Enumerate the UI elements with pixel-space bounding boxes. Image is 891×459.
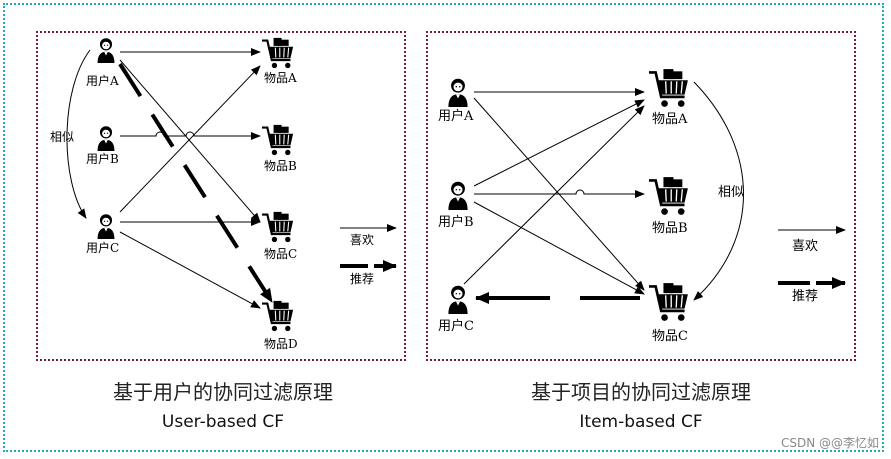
cart-icon xyxy=(647,282,690,322)
user-based-caption-en: User-based CF xyxy=(161,412,285,432)
user-icon xyxy=(448,285,468,314)
like-edge xyxy=(119,59,261,223)
legend-like-label: 喜欢 xyxy=(792,239,819,254)
item-label-c: 物品C xyxy=(264,247,298,261)
like-edge xyxy=(119,231,261,309)
similar-edge xyxy=(66,49,91,219)
user-icon xyxy=(97,38,115,63)
legend-recommend-label: 推荐 xyxy=(350,272,375,286)
item-label-d: 物品D xyxy=(264,337,298,351)
item-label-a: 物品A xyxy=(652,112,688,127)
watermark: CSDN @@李忆如 xyxy=(780,436,879,450)
like-edge xyxy=(463,105,645,285)
like-edge xyxy=(473,201,645,295)
like-edge xyxy=(120,131,261,140)
outer-frame xyxy=(3,3,884,452)
user-icon xyxy=(97,214,115,239)
legend-like-label: 喜欢 xyxy=(350,233,375,247)
item-label-a: 物品A xyxy=(264,71,297,85)
recommend-edge xyxy=(118,62,274,304)
item-based-caption-en: Item-based CF xyxy=(579,412,703,432)
user-icon xyxy=(97,126,115,151)
user-label-a: 用户A xyxy=(438,109,474,124)
similar-edge xyxy=(693,81,744,301)
user-based-panel xyxy=(36,31,406,361)
user-label-c: 用户C xyxy=(86,241,120,255)
cart-icon xyxy=(260,211,295,243)
item-based-caption-zh: 基于项目的协同过滤原理 xyxy=(531,380,751,404)
user-based-caption-zh: 基于用户的协同过滤原理 xyxy=(113,380,333,404)
cart-icon xyxy=(260,37,295,69)
like-edge xyxy=(473,99,645,187)
user-label-b: 用户B xyxy=(438,215,474,230)
user-icon xyxy=(448,181,468,210)
cart-icon xyxy=(260,300,295,332)
item-based-panel xyxy=(426,31,856,361)
like-edge xyxy=(119,65,261,213)
like-edge xyxy=(474,189,645,198)
cart-icon xyxy=(647,68,690,108)
user-label-b: 用户B xyxy=(86,152,119,166)
user-label-c: 用户C xyxy=(438,319,474,334)
item-label-c: 物品C xyxy=(652,329,688,344)
cart-icon xyxy=(647,176,690,216)
item-label-b: 物品B xyxy=(652,221,688,236)
similar-label: 相似 xyxy=(718,185,745,200)
user-icon xyxy=(448,78,468,107)
item-label-b: 物品B xyxy=(264,159,297,173)
cart-icon xyxy=(260,124,295,156)
similar-label: 相似 xyxy=(50,130,75,144)
user-label-a: 用户A xyxy=(86,74,119,88)
legend-recommend-label: 推荐 xyxy=(792,289,819,304)
